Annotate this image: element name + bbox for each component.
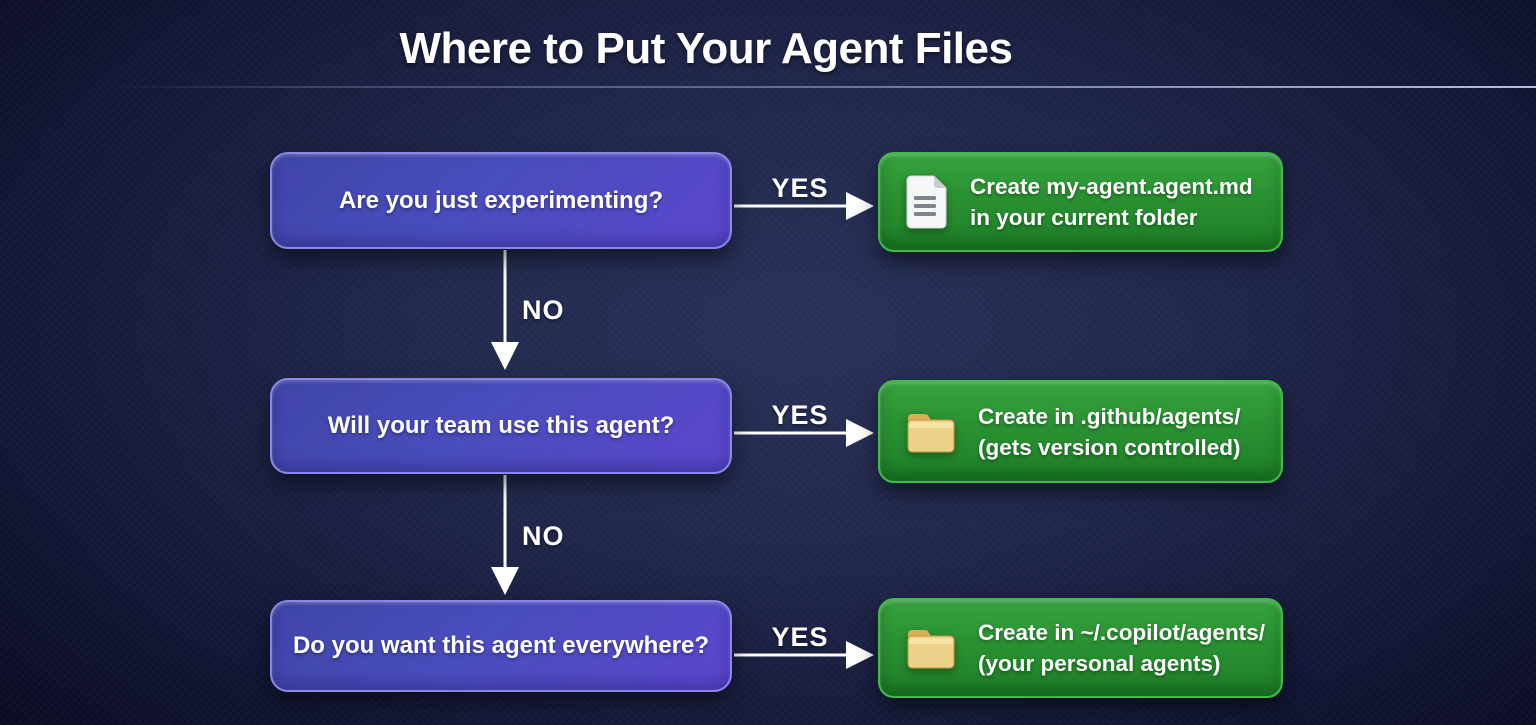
answer-text: Create my-agent.agent.md in your current… [970, 171, 1253, 233]
yes-label: YES [771, 400, 829, 430]
no-arrow-icon [491, 475, 519, 595]
question-node-team-use: Will your team use this agent? [270, 378, 732, 474]
yes-label: YES [771, 173, 829, 203]
answer-node-github-agents: Create in .github/agents/ (gets version … [878, 380, 1283, 483]
answer-line-1: Create in .github/agents/ [978, 403, 1241, 429]
answer-line-2: in your current folder [970, 205, 1198, 230]
title-divider [0, 86, 1536, 88]
no-arrow-icon [491, 250, 519, 370]
folder-icon [904, 626, 958, 670]
folder-icon [904, 410, 958, 454]
page-title: Where to Put Your Agent Files [399, 24, 1013, 73]
answer-node-copilot-agents: Create in ~/.copilot/agents/ (your perso… [878, 598, 1283, 698]
no-label: NO [522, 295, 565, 325]
question-text: Will your team use this agent? [327, 412, 675, 439]
question-node-agent-everywhere: Do you want this agent everywhere? [270, 600, 732, 692]
answer-line-2: (gets version controlled) [978, 434, 1241, 460]
document-icon [904, 174, 950, 230]
answer-line-1: Create my-agent.agent.md [970, 174, 1253, 199]
answer-line-2: (your personal agents) [978, 651, 1221, 676]
yes-label: YES [771, 622, 829, 652]
question-text: Are you just experimenting? [338, 186, 664, 214]
no-label: NO [522, 521, 565, 551]
answer-text: Create in .github/agents/ (gets version … [978, 401, 1241, 463]
question-text: Do you want this agent everywhere? [292, 632, 710, 659]
question-node-experimenting: Are you just experimenting? [270, 152, 732, 249]
answer-line-1: Create in ~/.copilot/agents/ [978, 620, 1265, 645]
answer-node-current-folder: Create my-agent.agent.md in your current… [878, 152, 1283, 252]
answer-text: Create in ~/.copilot/agents/ (your perso… [978, 617, 1265, 679]
